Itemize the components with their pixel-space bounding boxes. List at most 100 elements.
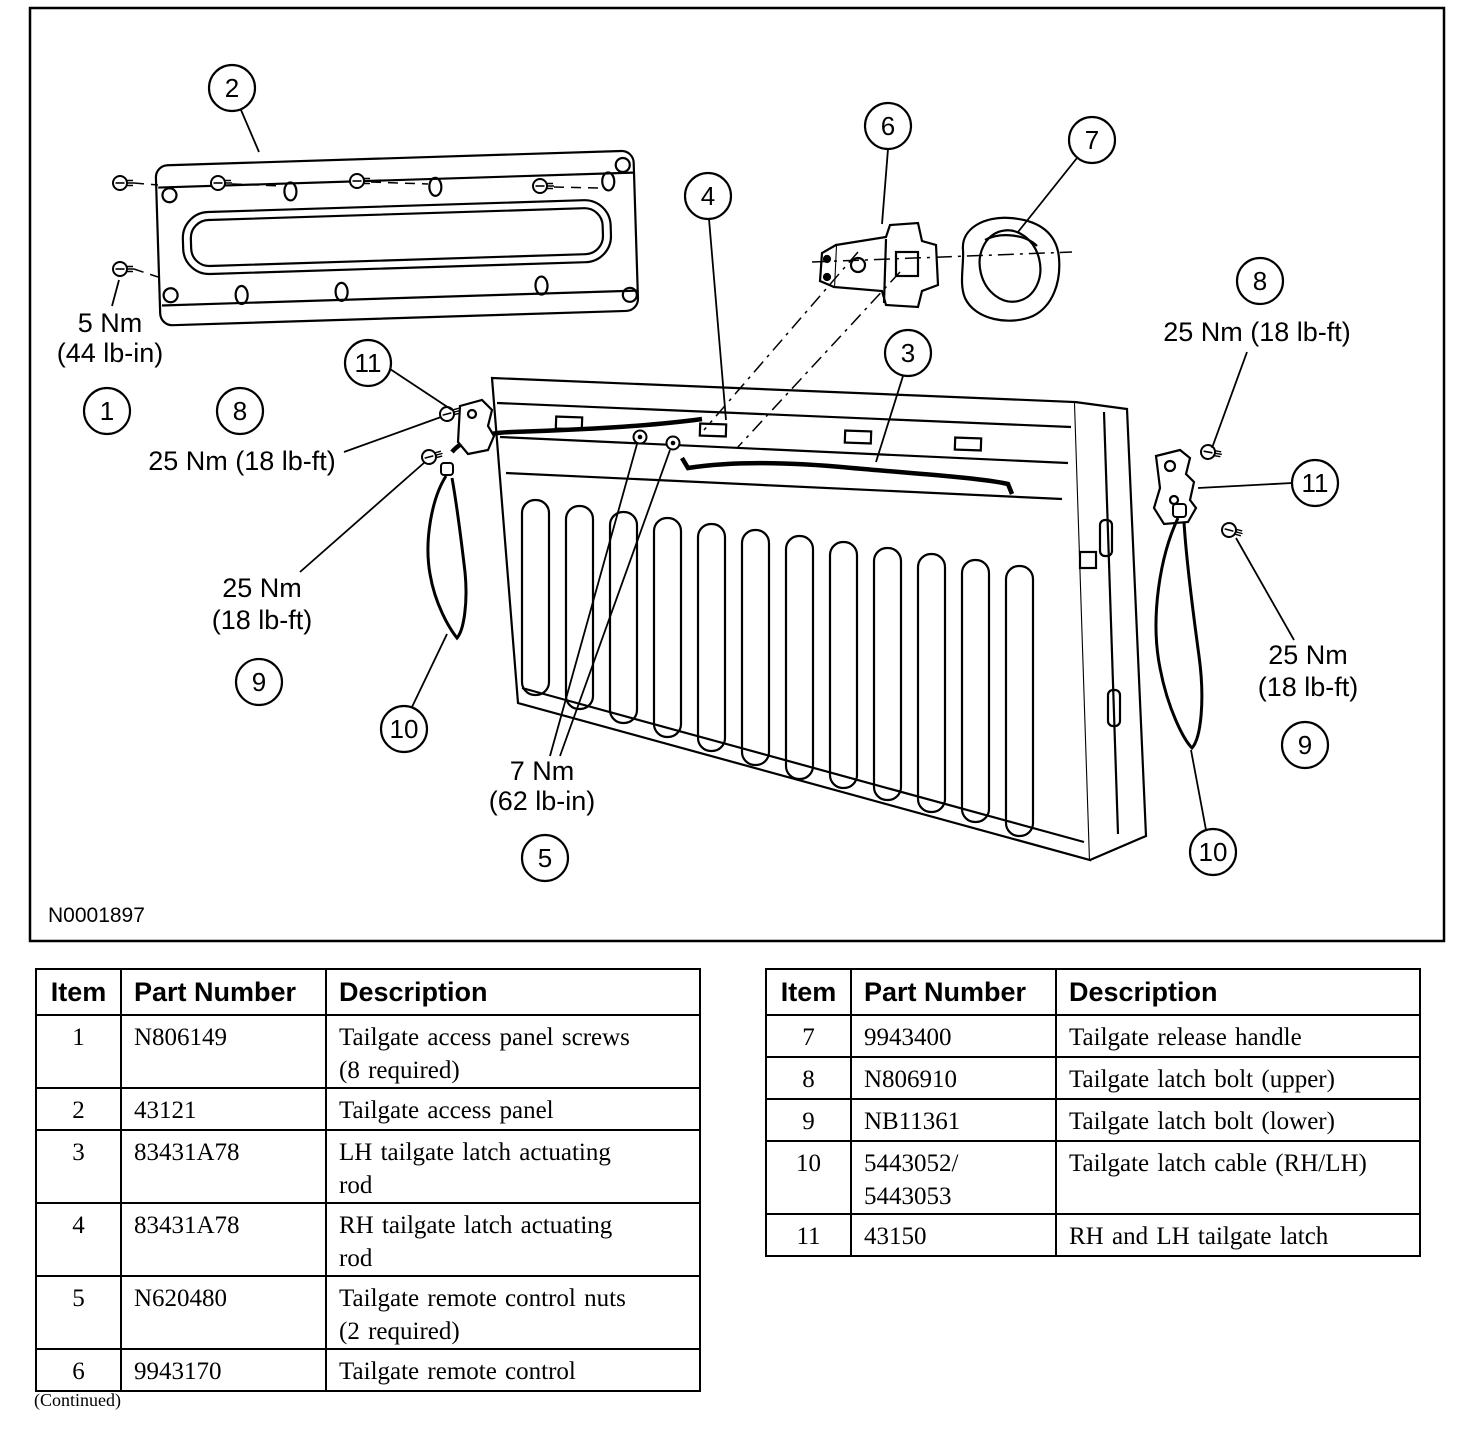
item-cell: 4 xyxy=(35,1202,122,1277)
svg-text:4: 4 xyxy=(701,181,715,211)
part-cell: 5443052/ 5443053 xyxy=(850,1140,1057,1215)
callout-7: 7 xyxy=(1067,115,1117,165)
svg-text:11: 11 xyxy=(1302,468,1329,498)
table-row: 7 9943400 Tailgate release handle xyxy=(765,1014,1421,1058)
table-row: 6 9943170 Tailgate remote control xyxy=(35,1348,701,1392)
table-row: 2 43121 Tailgate access panel xyxy=(35,1087,701,1131)
table-row: 11 43150 RH and LH tailgate latch xyxy=(765,1213,1421,1257)
item-cell: 7 xyxy=(765,1014,852,1058)
header-item: Item xyxy=(765,968,852,1016)
lh-actuating-rod xyxy=(680,456,1015,495)
torque-label-5-line1: 7 Nm xyxy=(510,756,575,786)
table-row: 4 83431A78 RH tailgate latch actuating r… xyxy=(35,1202,701,1277)
item-cell: 11 xyxy=(765,1213,852,1257)
tailgate-release-handle xyxy=(960,216,1061,322)
item-cell: 3 xyxy=(35,1129,122,1204)
callout-8-left: 8 xyxy=(215,386,265,436)
svg-text:10: 10 xyxy=(390,714,419,744)
header-description: Description xyxy=(1055,968,1421,1016)
item-cell: 1 xyxy=(35,1014,122,1089)
torque-label-1-line1: 5 Nm xyxy=(78,308,143,338)
exploded-diagram: 1 2 3 4 5 6 7 8 8 9 9 10 xyxy=(28,6,1446,943)
part-cell: N620480 xyxy=(120,1275,327,1350)
item-cell: 2 xyxy=(35,1087,122,1131)
parts-table-left: Item Part Number Description 1 N806149 T… xyxy=(35,968,701,1392)
header-description: Description xyxy=(325,968,701,1016)
callout-10-left: 10 xyxy=(379,704,429,754)
item-cell: 9 xyxy=(765,1098,852,1142)
item-cell: 8 xyxy=(765,1056,852,1100)
svg-text:1: 1 xyxy=(100,396,114,426)
torque-labels: 5 Nm (44 lb-in) 25 Nm (18 lb-ft) 25 Nm (… xyxy=(57,308,1359,816)
svg-text:8: 8 xyxy=(1253,266,1267,296)
header-part-number: Part Number xyxy=(120,968,327,1016)
part-cell: 9943400 xyxy=(850,1014,1057,1058)
svg-text:9: 9 xyxy=(1298,730,1312,760)
desc-cell: LH tailgate latch actuating rod xyxy=(325,1129,701,1204)
svg-text:7: 7 xyxy=(1085,125,1099,155)
callout-3: 3 xyxy=(883,328,933,378)
svg-text:8: 8 xyxy=(233,396,247,426)
svg-text:5: 5 xyxy=(538,843,552,873)
lh-tailgate-latch xyxy=(456,398,496,456)
callout-11-right: 11 xyxy=(1290,458,1340,508)
figure-id: N0001897 xyxy=(48,904,145,927)
part-cell: 83431A78 xyxy=(120,1202,327,1277)
part-cell: 43121 xyxy=(120,1087,327,1131)
part-cell: 43150 xyxy=(850,1213,1057,1257)
part-cell: N806910 xyxy=(850,1056,1057,1100)
desc-cell: Tailgate latch bolt (lower) xyxy=(1055,1098,1421,1142)
callout-11-left: 11 xyxy=(343,338,393,388)
torque-label-1-line2: (44 lb-in) xyxy=(57,338,164,368)
header-item: Item xyxy=(35,968,122,1016)
remote-control-nuts xyxy=(632,429,681,451)
desc-cell: Tailgate latch cable (RH/LH) xyxy=(1055,1140,1421,1215)
table-row: 10 5443052/ 5443053 Tailgate latch cable… xyxy=(765,1140,1421,1215)
part-cell: 9943170 xyxy=(120,1348,327,1392)
callout-leaders xyxy=(111,109,1295,831)
access-panel-screws xyxy=(112,173,601,278)
tailgate-remote-control xyxy=(818,221,940,309)
continued-note: (Continued) xyxy=(34,1390,121,1410)
table-row: 9 NB11361 Tailgate latch bolt (lower) xyxy=(765,1098,1421,1142)
svg-text:6: 6 xyxy=(881,111,895,141)
table-row: 8 N806910 Tailgate latch bolt (upper) xyxy=(765,1056,1421,1100)
part-cell: 83431A78 xyxy=(120,1129,327,1204)
desc-cell: Tailgate remote control xyxy=(325,1348,701,1392)
callout-8-right: 8 xyxy=(1235,256,1285,306)
rh-tailgate-latch xyxy=(1152,448,1198,526)
desc-cell: Tailgate release handle xyxy=(1055,1014,1421,1058)
table-header-row: Item Part Number Description xyxy=(35,968,701,1016)
torque-label-8-right: 25 Nm (18 lb-ft) xyxy=(1163,317,1351,347)
table-header-row: Item Part Number Description xyxy=(765,968,1421,1016)
desc-cell: Tailgate access panel xyxy=(325,1087,701,1131)
torque-label-9-right-line1: 25 Nm xyxy=(1268,640,1348,670)
svg-text:9: 9 xyxy=(252,667,266,697)
svg-text:3: 3 xyxy=(901,338,915,368)
torque-label-9-left-line2: (18 lb-ft) xyxy=(212,605,313,635)
desc-cell: Tailgate latch bolt (upper) xyxy=(1055,1056,1421,1100)
callout-4: 4 xyxy=(683,171,733,221)
torque-label-9-left-line1: 25 Nm xyxy=(222,573,302,603)
table-row: 3 83431A78 LH tailgate latch actuating r… xyxy=(35,1129,701,1204)
latch-cables xyxy=(426,462,1204,751)
callout-2: 2 xyxy=(207,63,257,113)
item-cell: 6 xyxy=(35,1348,122,1392)
callout-6: 6 xyxy=(863,101,913,151)
construction-lines xyxy=(703,251,1073,449)
callout-5: 5 xyxy=(520,833,570,883)
part-cell: N806149 xyxy=(120,1014,327,1089)
tailgate-access-panel xyxy=(154,149,640,327)
desc-cell: Tailgate remote control nuts (2 required… xyxy=(325,1275,701,1350)
parts-table-right: Item Part Number Description 7 9943400 T… xyxy=(765,968,1421,1257)
callout-9-right: 9 xyxy=(1280,720,1330,770)
table-row: 1 N806149 Tailgate access panel screws (… xyxy=(35,1014,701,1089)
callout-1: 1 xyxy=(82,386,132,436)
torque-label-8-left: 25 Nm (18 lb-ft) xyxy=(148,446,336,476)
tailgate-panel xyxy=(490,376,1148,862)
torque-label-9-right-line2: (18 lb-ft) xyxy=(1258,672,1359,702)
svg-text:10: 10 xyxy=(1199,837,1228,867)
table-row: 5 N620480 Tailgate remote control nuts (… xyxy=(35,1275,701,1350)
item-cell: 10 xyxy=(765,1140,852,1215)
